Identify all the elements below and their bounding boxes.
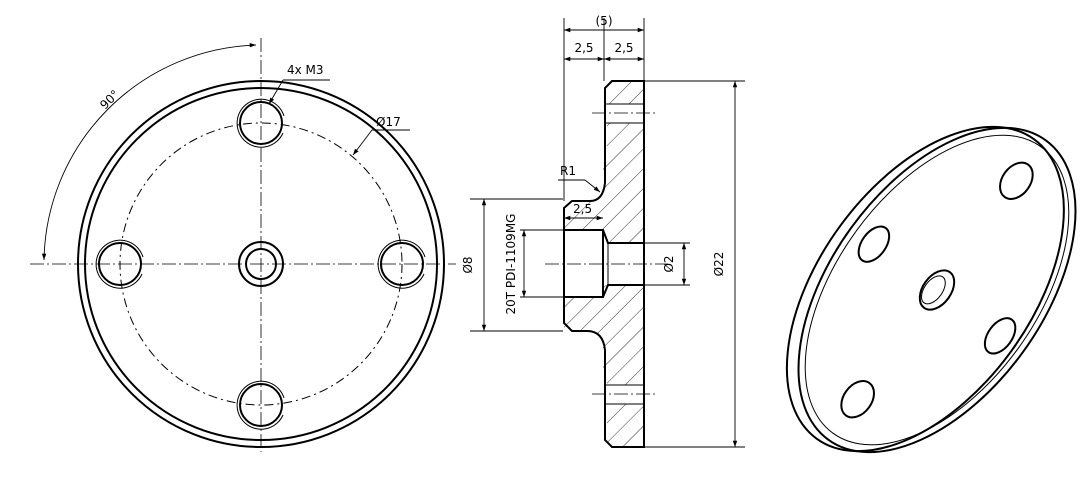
angle-dimension-arc (41, 43, 257, 261)
iso-hole-right (983, 317, 1017, 355)
flange-thickness-label: 2,5 (574, 41, 593, 55)
iso-front-face (797, 126, 1077, 454)
outer-rim-circle (77, 80, 445, 448)
section-view: (5) 2,5 2,5 R1 2,5 Ø8 20T PDI-1109MG Ø2 … (461, 14, 745, 448)
pitch-circle (119, 122, 403, 406)
counterbore-void (564, 230, 603, 297)
bore-diameter-label: Ø2 (662, 255, 676, 272)
fillet-radius-label: R1 (560, 164, 576, 178)
top-hole-void (605, 104, 645, 123)
pcd-callout-label: Ø17 (376, 115, 401, 129)
total-thickness-label: (5) (596, 14, 613, 28)
threaded-hole-right (377, 239, 426, 289)
front-view: 90° 4x M3 Ø17 (30, 38, 456, 452)
fillet-callout-leader (584, 179, 601, 193)
pcd-callout-leader (352, 129, 373, 156)
outer-diameter-label: Ø22 (712, 252, 726, 277)
counterbore-top-edge (564, 229, 644, 244)
iso-hole-left (857, 225, 891, 263)
inner-rim-circle (84, 87, 438, 441)
isometric-view (785, 125, 1077, 454)
section-outline (563, 80, 645, 448)
iso-hole-bottom (840, 380, 875, 419)
hub-diameter-label: Ø8 (461, 256, 475, 273)
hub-length-label: 2,5 (573, 202, 592, 216)
iso-hole-top (999, 161, 1034, 200)
hole-callout-label: 4x M3 (287, 63, 324, 77)
hole-callout-leader (268, 79, 284, 105)
iso-front-chamfer (804, 134, 1070, 446)
center-hole (238, 241, 284, 287)
threaded-hole-bottom (236, 380, 285, 430)
iso-center-hole (918, 269, 956, 311)
counterbore-bottom-edge (564, 284, 644, 298)
thread-note-label: 20T PDI-1109MG (504, 214, 518, 315)
bottom-hole-void (605, 385, 645, 404)
threaded-hole-top (236, 98, 285, 148)
angle-label: 90° (97, 87, 122, 112)
iso-back-face (785, 125, 1065, 453)
iso-center-hole-inner (921, 275, 946, 305)
hub-thickness-label: 2,5 (614, 41, 633, 55)
